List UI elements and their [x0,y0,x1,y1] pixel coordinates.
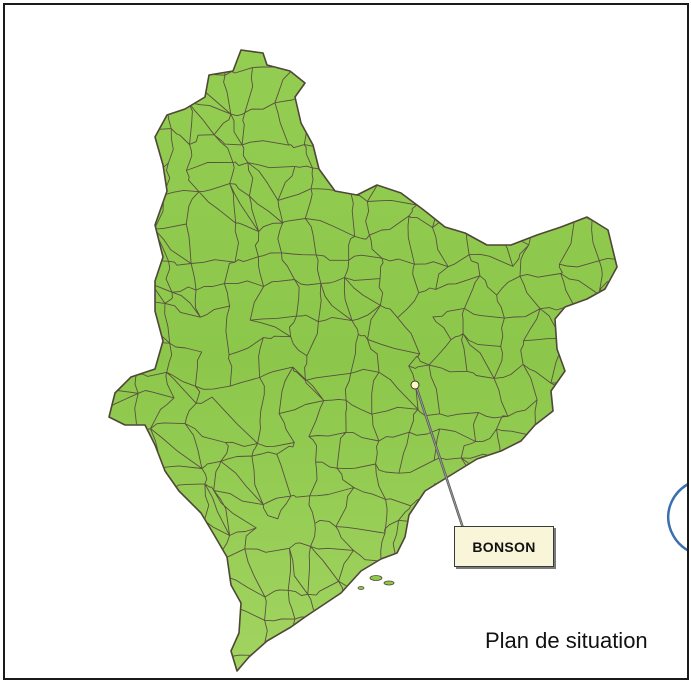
island-icon [357,575,395,590]
marker-icon [410,380,420,390]
department-map [108,49,687,672]
callout-label-bonson: BONSON [454,526,554,567]
department-outline [108,49,618,672]
map-caption: Plan de situation [485,628,648,653]
sea-arc [667,483,687,552]
map-frame: BONSON Plan de situation [3,3,689,680]
